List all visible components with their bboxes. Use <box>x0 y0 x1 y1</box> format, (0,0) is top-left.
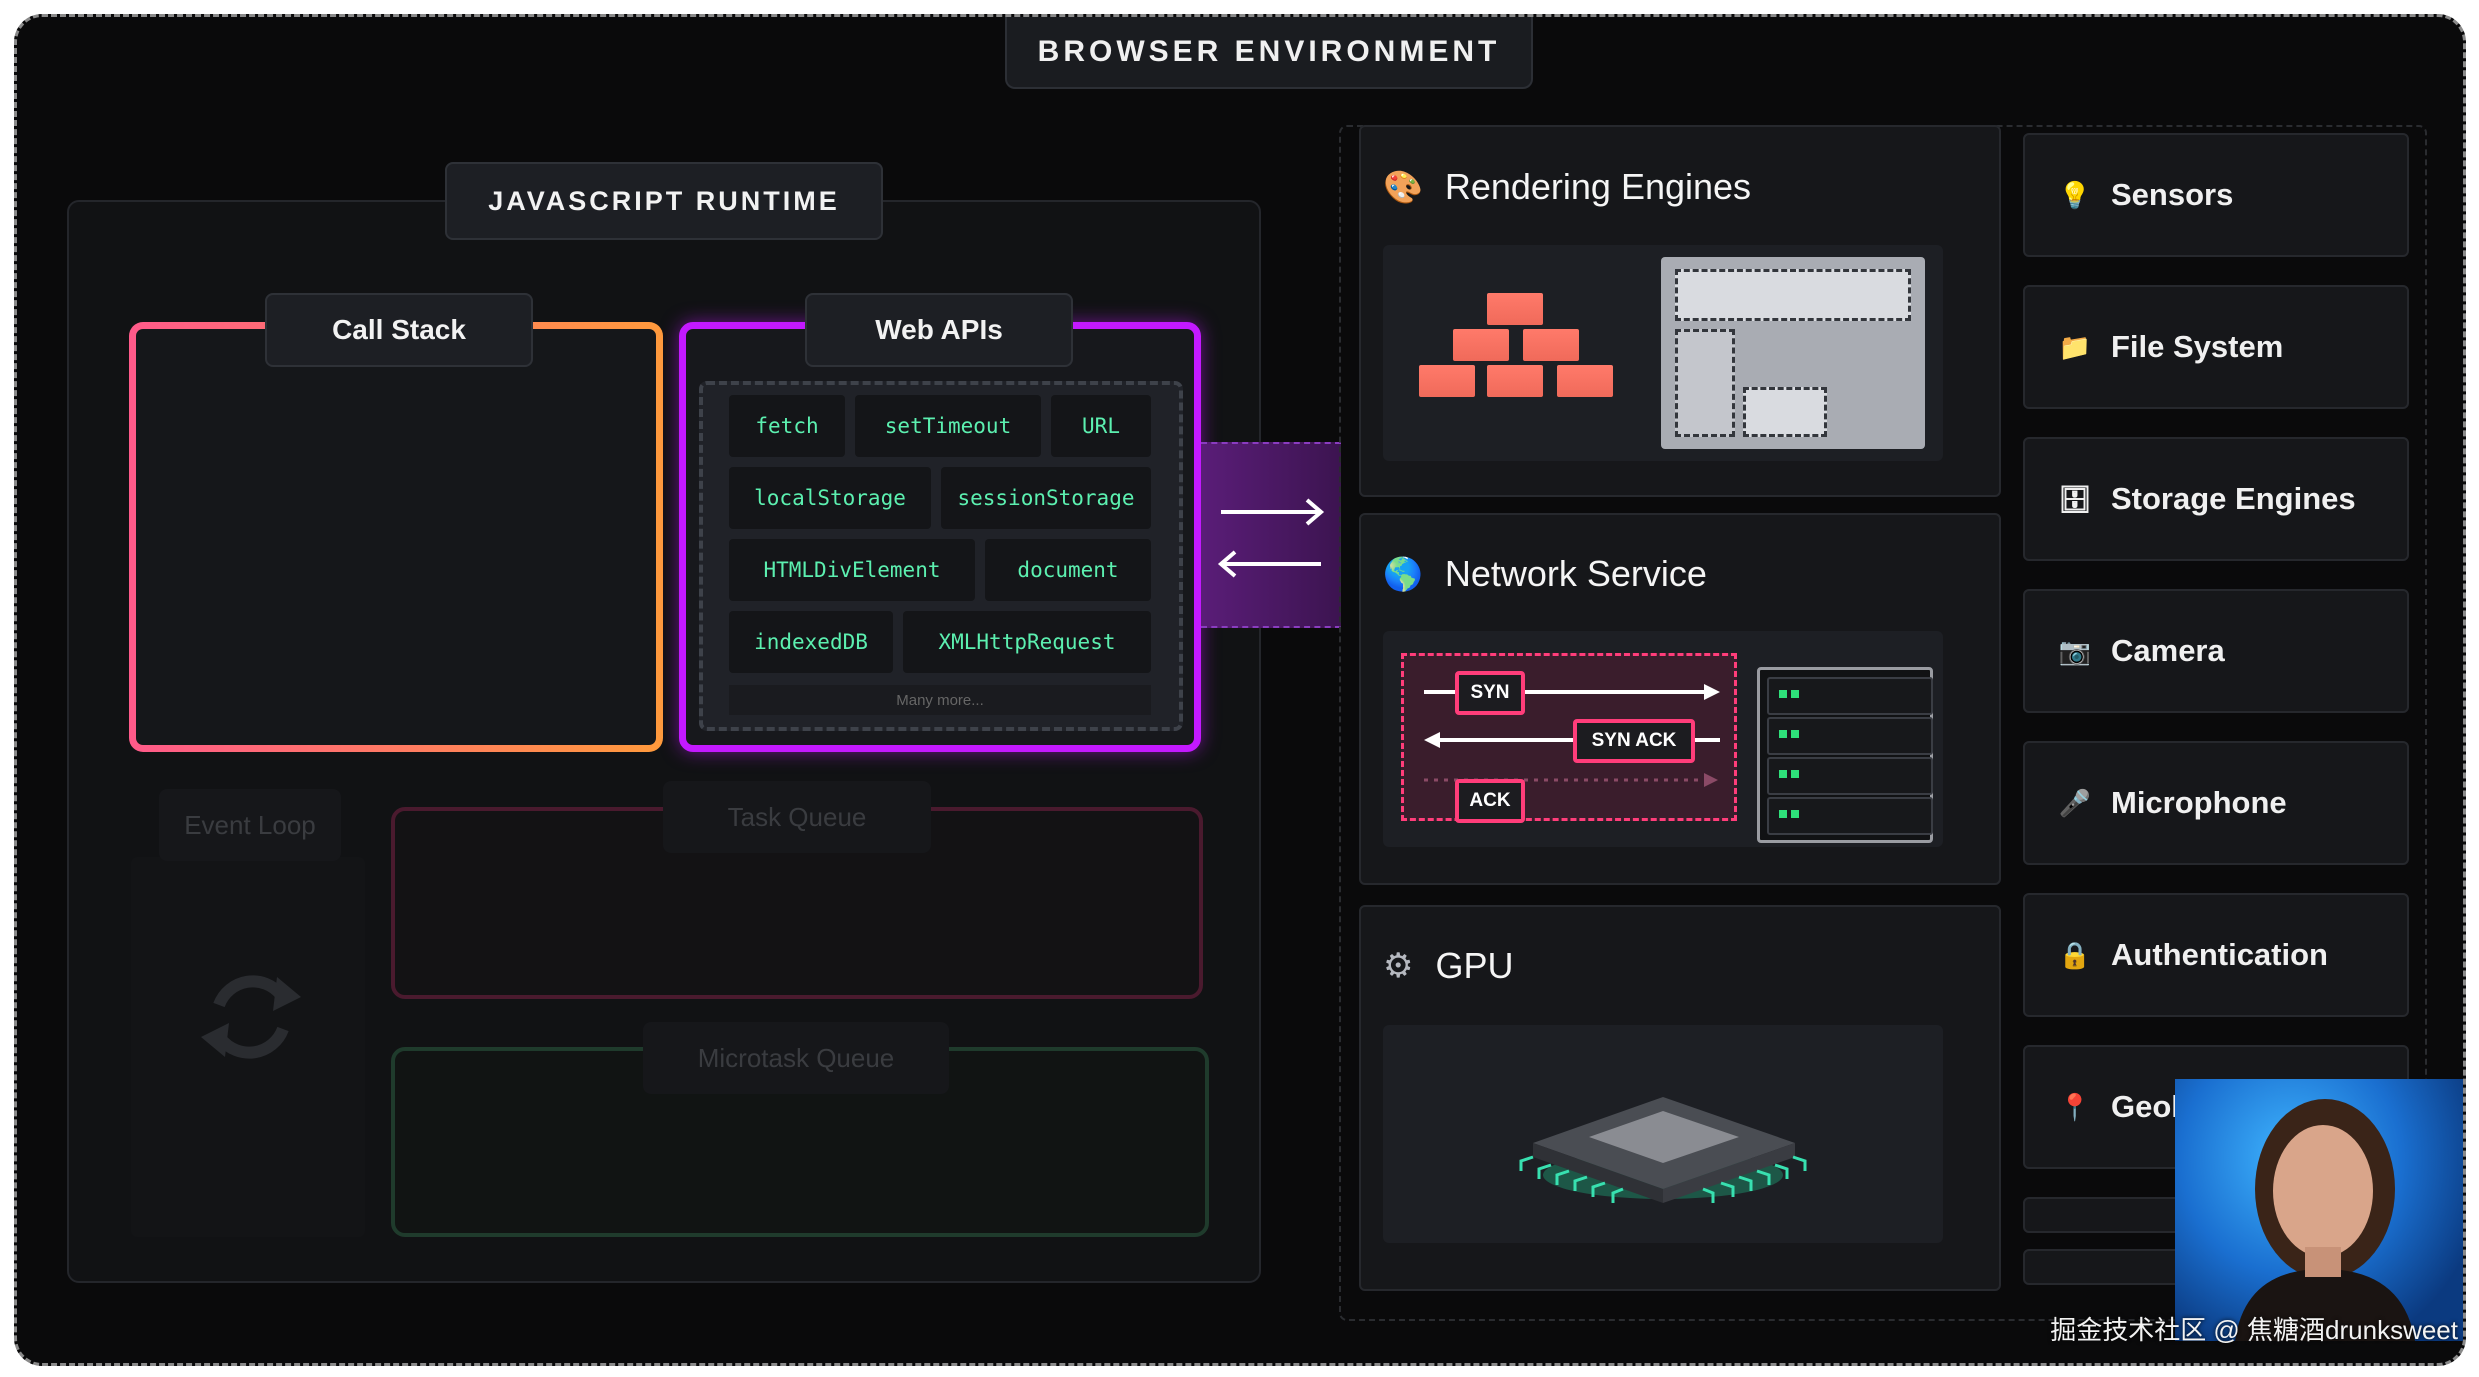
syn-packet: SYN <box>1455 671 1525 715</box>
presenter-silhouette <box>2235 1099 2415 1341</box>
render-block <box>1419 365 1475 397</box>
call-stack-title: Call Stack <box>265 293 533 367</box>
server-unit <box>1767 717 1933 755</box>
camera-icon: 📷 <box>2058 635 2092 666</box>
side-item-file-system: 📁 File System <box>2023 285 2409 409</box>
side-item-sensors: 💡 Sensors <box>2023 133 2409 257</box>
render-block <box>1557 365 1613 397</box>
web-apis-title: Web APIs <box>805 293 1073 367</box>
palette-icon: 🎨 <box>1383 169 1423 205</box>
side-item-label: File System <box>2111 329 2284 364</box>
api-settimeout: setTimeout <box>855 395 1041 457</box>
render-block <box>1487 293 1543 325</box>
render-block <box>1523 329 1579 361</box>
api-indexeddb: indexedDB <box>729 611 893 673</box>
rendering-illustration <box>1383 245 1943 461</box>
side-item-storage-engines: 🗄 Storage Engines <box>2023 437 2409 561</box>
bidirectional-arrow-icon <box>1217 498 1325 578</box>
microphone-icon: 🎤 <box>2058 787 2092 818</box>
layout-content-block <box>1743 387 1827 437</box>
side-item-authentication: 🔒 Authentication <box>2023 893 2409 1017</box>
layout-header-block <box>1675 269 1911 321</box>
browser-environment-title: BROWSER ENVIRONMENT <box>1005 17 1533 89</box>
gear-icon: ⚙ <box>1383 947 1414 985</box>
side-item-label: Storage Engines <box>2111 481 2356 516</box>
gpu-header: ⚙ GPU <box>1383 941 1514 991</box>
side-item-label: Geol <box>2111 1089 2180 1124</box>
microtask-queue-title: Microtask Queue <box>643 1022 949 1094</box>
call-stack-box <box>129 322 663 752</box>
side-item-label: Microphone <box>2111 785 2287 820</box>
lightbulb-icon: 💡 <box>2058 179 2092 210</box>
event-loop-title: Event Loop <box>159 789 341 861</box>
api-sessionstorage: sessionStorage <box>941 467 1151 529</box>
globe-icon: 🌎 <box>1383 556 1423 592</box>
lock-icon: 🔒 <box>2058 939 2092 970</box>
api-many-more: Many more... <box>729 685 1151 715</box>
task-queue-title: Task Queue <box>663 781 931 853</box>
gpu-title: GPU <box>1435 945 1514 986</box>
browser-environment-frame: BROWSER ENVIRONMENT JAVASCRIPT RUNTIME C… <box>14 14 2466 1366</box>
network-service-title: Network Service <box>1444 553 1707 594</box>
render-block <box>1487 365 1543 397</box>
event-loop-cycle-icon <box>201 975 301 1059</box>
side-item-camera: 📷 Camera <box>2023 589 2409 713</box>
network-service-header: 🌎 Network Service <box>1383 549 1707 599</box>
server-unit <box>1767 797 1933 835</box>
side-item-microphone: 🎤 Microphone <box>2023 741 2409 865</box>
side-item-label: Authentication <box>2111 937 2328 972</box>
api-htmldivelement: HTMLDivElement <box>729 539 975 601</box>
api-document: document <box>985 539 1151 601</box>
layout-sidebar-block <box>1675 329 1735 437</box>
runtime-browser-bridge <box>1201 442 1341 628</box>
page-layout-mockup <box>1661 257 1925 449</box>
api-url: URL <box>1051 395 1151 457</box>
server-unit <box>1767 677 1933 715</box>
render-block <box>1453 329 1509 361</box>
rendering-engines-title: Rendering Engines <box>1444 166 1752 207</box>
presenter-webcam-overlay <box>2175 1079 2463 1341</box>
api-xmlhttprequest: XMLHttpRequest <box>903 611 1151 673</box>
pin-icon: 📍 <box>2058 1091 2092 1122</box>
gpu-chip-icon <box>1519 1097 1807 1203</box>
api-localstorage: localStorage <box>729 467 931 529</box>
gpu-illustration <box>1383 1025 1943 1243</box>
watermark: 掘金技术社区 @ 焦糖酒drunksweet <box>2050 1315 2458 1345</box>
folder-icon: 📁 <box>2058 331 2092 362</box>
side-item-label: Sensors <box>2111 177 2234 212</box>
rendering-engines-header: 🎨 Rendering Engines <box>1383 162 1751 212</box>
cabinet-icon: 🗄 <box>2058 483 2092 514</box>
javascript-runtime-title: JAVASCRIPT RUNTIME <box>445 162 883 240</box>
side-item-label: Camera <box>2111 633 2225 668</box>
syn-ack-packet: SYN ACK <box>1573 719 1695 763</box>
event-loop-column <box>131 857 365 1237</box>
server-unit <box>1767 757 1933 795</box>
ack-packet: ACK <box>1455 779 1525 823</box>
api-fetch: fetch <box>729 395 845 457</box>
